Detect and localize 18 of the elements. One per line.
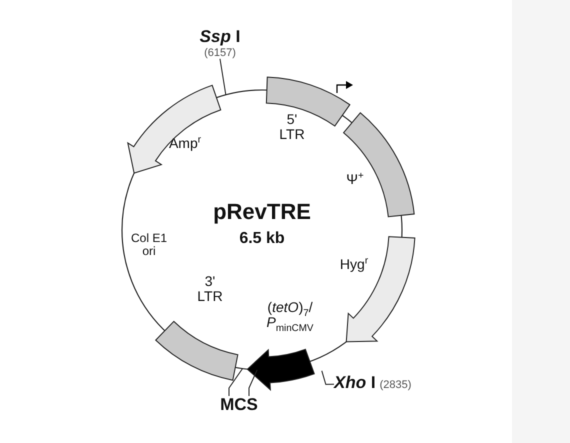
position-label: (2835) <box>380 379 412 392</box>
restriction-site-label: Ssp I <box>198 28 242 47</box>
leader-line <box>321 370 334 385</box>
gene-label: Hyg$^{r}$ <box>338 257 370 272</box>
leader-line <box>220 58 226 96</box>
leader-line <box>248 369 258 396</box>
gene-label: Amp$^{r}$ <box>168 136 202 152</box>
restriction-site-label: Xho I <box>334 374 376 393</box>
promoter-label: (tetO)$_{7}$/ P$_{minCMV}$ <box>266 300 314 331</box>
feature-label: 3' LTR <box>196 274 224 305</box>
plasmid-name: pRevTRE <box>212 200 312 224</box>
site-label: MCS <box>219 396 259 415</box>
feature-label: Col E1 ori <box>130 232 168 258</box>
position-label: (6157) <box>203 46 237 59</box>
plasmid-size: 6.5 kb <box>238 230 286 248</box>
leader-line <box>228 368 243 396</box>
feature-label: 5' LTR <box>278 112 306 143</box>
feature-label: Ψ$^{+}$ <box>345 172 365 188</box>
